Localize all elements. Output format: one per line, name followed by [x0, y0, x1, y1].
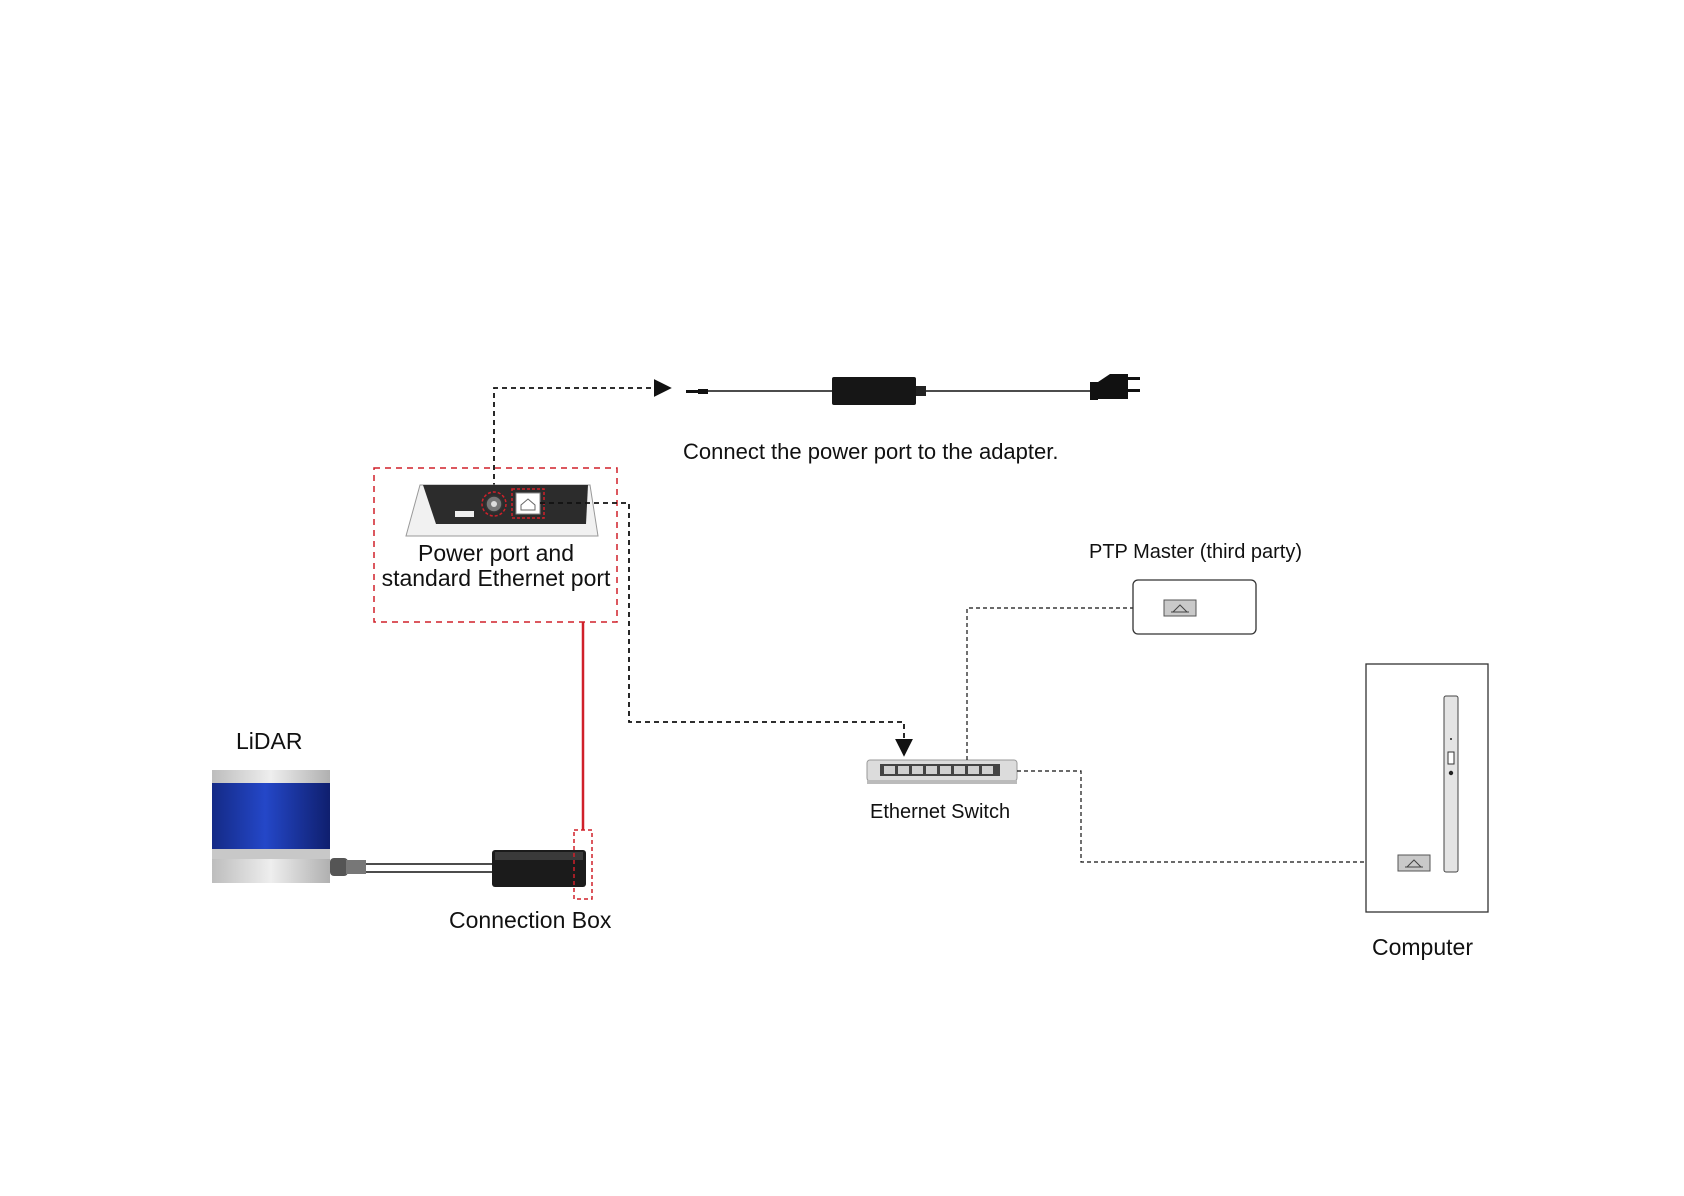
ptp-master-icon [1133, 580, 1256, 634]
connection-box-label: Connection Box [449, 907, 611, 934]
computer-label: Computer [1372, 934, 1473, 961]
ethernet-switch-label: Ethernet Switch [870, 801, 1010, 824]
power-connection-line [494, 388, 670, 497]
ptp-master-label: PTP Master (third party) [1089, 541, 1302, 564]
lidar-label: LiDAR [236, 728, 302, 755]
lidar-icon [212, 770, 366, 883]
computer-icon [1366, 664, 1488, 912]
port-panel-caption: Power port and standard Ethernet port [376, 541, 616, 591]
power-adapter-icon [686, 374, 1140, 405]
power-connection-caption: Connect the power port to the adapter. [683, 439, 1058, 465]
ethernet-switch-icon [867, 760, 1017, 784]
switch-to-computer-line [1017, 771, 1388, 862]
port-panel-icon [406, 485, 598, 536]
connection-box-icon [492, 830, 592, 899]
